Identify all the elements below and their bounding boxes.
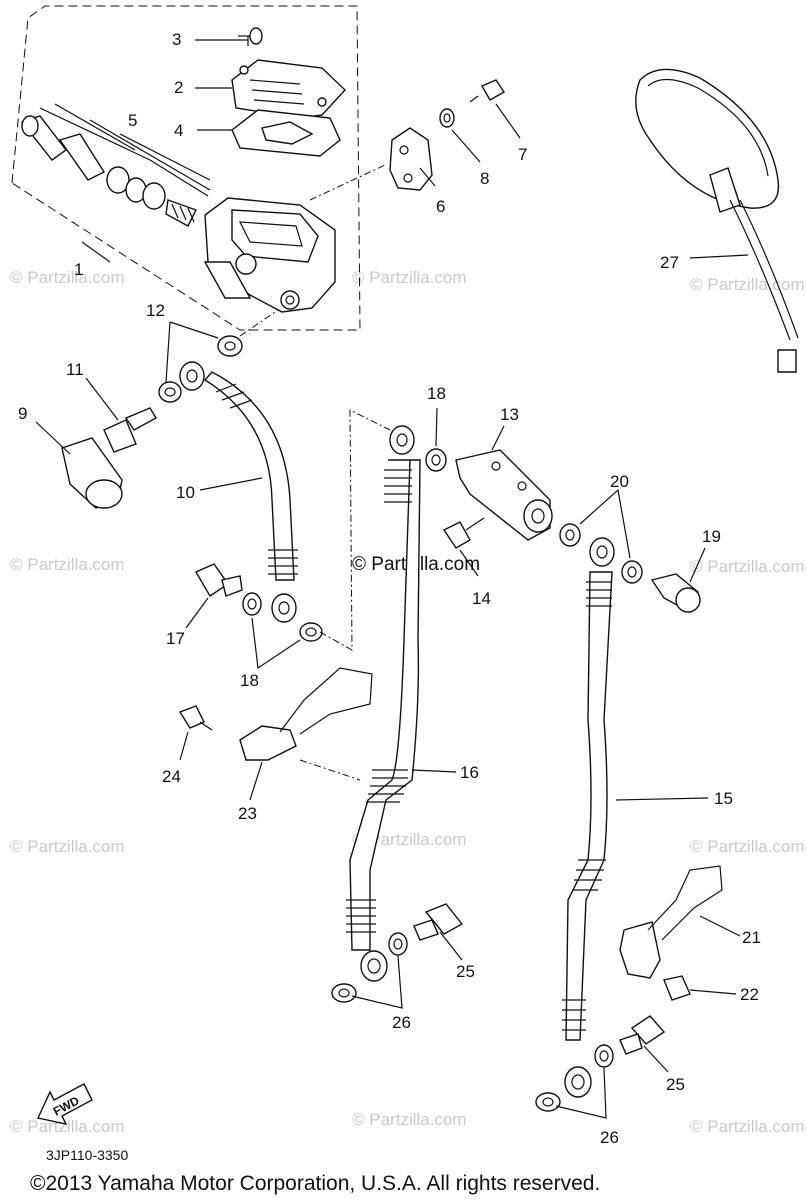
callout-label: 4 — [174, 121, 183, 140]
union-bolt-part — [85, 377, 157, 453]
screw-part — [195, 27, 263, 46]
brake-hose-10-part — [179, 361, 298, 623]
diagram-code: 3JP110-3350 — [46, 1147, 128, 1163]
callout-label: 17 — [166, 629, 185, 648]
bolt-14-part — [442, 517, 485, 577]
callout-label: 7 — [518, 145, 527, 164]
watermark: © Partzilla.com — [10, 555, 125, 574]
callout-label: 15 — [714, 789, 733, 808]
watermark: © Partzilla.com — [352, 830, 467, 849]
union-bolt-19-part — [650, 547, 706, 613]
master-cylinder-body-part — [81, 164, 386, 313]
clamp-21-part — [619, 865, 741, 979]
callout-label: 26 — [600, 1128, 619, 1147]
copyright-notice: ©2013 Yamaha Motor Corporation, U.S.A. A… — [30, 1172, 600, 1195]
callout-label: 10 — [176, 483, 195, 502]
washer-18-upper-part — [425, 407, 447, 472]
watermark: © Partzilla.com — [690, 557, 805, 576]
watermark: © Partzilla.com — [690, 275, 805, 294]
watermark: © Partzilla.com — [10, 837, 125, 856]
callout-label: 18 — [427, 384, 446, 403]
clamp-23-part — [239, 667, 373, 801]
callout-label: 9 — [18, 404, 27, 423]
assembly-group-outline — [11, 5, 361, 331]
union-bolt-25-upper-part — [413, 903, 464, 961]
callout-label: 18 — [240, 671, 259, 690]
callout-label: 3 — [172, 30, 181, 49]
watermark: © Partzilla.com — [352, 1110, 467, 1129]
washer-26-upper-part — [331, 932, 408, 1009]
callout-labels: 3 2 4 5 6 7 8 1 27 12 11 9 18 13 20 10 1… — [18, 30, 761, 1147]
callout-label: 6 — [436, 197, 445, 216]
callout-label: 8 — [480, 169, 489, 188]
union-bolt-17-part — [185, 563, 243, 629]
callout-label: 27 — [660, 253, 679, 272]
watermark: © Partzilla.com — [10, 1117, 125, 1136]
watermark: © Partzilla.com — [690, 1117, 805, 1136]
callout-label: 23 — [238, 804, 257, 823]
callout-label: 25 — [666, 1075, 685, 1094]
piston-kit-part — [20, 103, 211, 227]
bolt-part — [469, 79, 521, 139]
bolt-24-part — [178, 705, 213, 761]
washer-26-lower-part — [535, 1044, 614, 1119]
callout-label: 2 — [174, 78, 183, 97]
brake-hose-15-part — [562, 537, 709, 1098]
washer-20-part — [559, 488, 643, 584]
watermark: © Partzilla.com — [10, 268, 125, 287]
callout-label: 26 — [392, 1013, 411, 1032]
callout-label: 16 — [460, 763, 479, 782]
mirror-part — [635, 68, 799, 373]
brake-hose-joint-part — [455, 425, 553, 541]
callout-label: 21 — [742, 928, 761, 947]
callout-label: 19 — [702, 527, 721, 546]
callout-label: 24 — [162, 767, 181, 786]
washer-18-part — [242, 409, 391, 670]
callout-label: 13 — [500, 405, 519, 424]
watermark: © Partzilla.com — [690, 837, 805, 856]
callout-label: 14 — [472, 589, 491, 608]
callout-label: 20 — [610, 472, 629, 491]
callout-label: 22 — [740, 985, 759, 1004]
callout-label: 12 — [146, 301, 165, 320]
union-bolt-25-lower-part — [619, 1015, 669, 1073]
diaphragm-part — [197, 109, 341, 157]
washer-12-part — [158, 309, 279, 403]
cover-part — [35, 421, 123, 509]
callout-label: 25 — [456, 962, 475, 981]
watermarks: © Partzilla.com © Partzilla.com © Partzi… — [10, 268, 805, 1136]
callout-label: 1 — [74, 260, 83, 279]
holder-part — [389, 127, 436, 191]
washer-part — [439, 108, 481, 163]
callout-label: 5 — [128, 111, 137, 130]
watermark: © Partzilla.com — [352, 268, 467, 287]
reservoir-cap-part — [195, 59, 346, 119]
callout-label: 11 — [66, 360, 84, 379]
bolt-22-part — [663, 975, 737, 1001]
brake-hose-16-part — [346, 425, 457, 982]
